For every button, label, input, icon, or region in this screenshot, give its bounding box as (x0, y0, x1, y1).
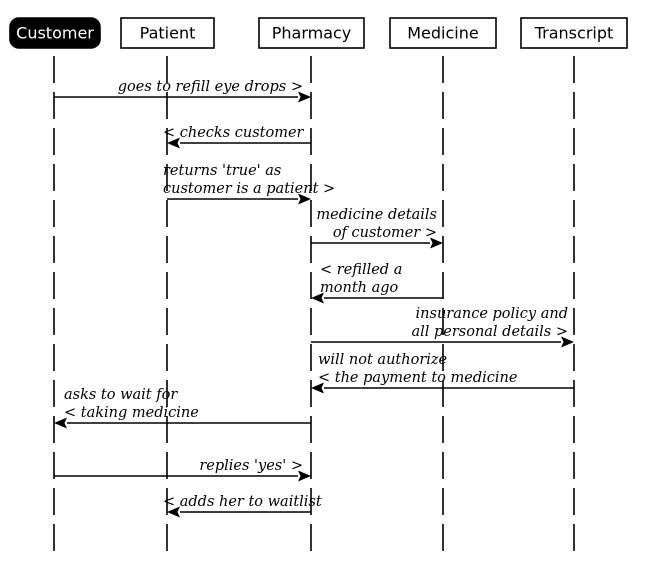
message-arrowhead (311, 382, 324, 394)
message-label: month ago (320, 280, 399, 296)
messages-group: goes to refill eye drops > < checks custo… (54, 79, 574, 518)
message-arrowhead (311, 292, 324, 304)
actor-customer[interactable]: Customer (9, 17, 101, 49)
message-label: < checks customer (163, 125, 305, 141)
actor-label-pharmacy: Pharmacy (272, 24, 352, 43)
actor-medicine[interactable]: Medicine (389, 17, 497, 49)
message-m4[interactable]: medicine details of customer > (311, 207, 443, 249)
message-label: asks to wait for (64, 387, 178, 403)
message-label: medicine details (316, 207, 437, 223)
message-label: returns 'true' as (163, 163, 281, 179)
message-m3[interactable]: returns 'true' as customer is a patient > (163, 163, 335, 205)
actor-pharmacy[interactable]: Pharmacy (258, 17, 365, 49)
message-m9[interactable]: replies 'yes' > (54, 458, 311, 482)
actor-label-transcript: Transcript (534, 24, 614, 43)
message-label: < refilled a (320, 262, 402, 278)
message-label: goes to refill eye drops > (118, 79, 303, 95)
message-arrowhead (561, 336, 574, 348)
message-m7[interactable]: will not authorize < the payment to medic… (311, 352, 574, 394)
message-label: < the payment to medicine (318, 370, 517, 386)
actor-box-transcript[interactable] (520, 17, 628, 49)
message-m6[interactable]: insurance policy and all personal details… (311, 306, 574, 348)
message-label: customer is a patient > (163, 181, 335, 197)
actor-transcript[interactable]: Transcript (520, 17, 628, 49)
message-arrowhead (167, 137, 180, 149)
actor-box-pharmacy[interactable] (258, 17, 365, 49)
message-arrowhead (430, 237, 443, 249)
actor-box-medicine[interactable] (389, 17, 497, 49)
message-label: insurance policy and (416, 306, 568, 322)
message-arrowhead (298, 470, 311, 482)
actor-box-customer[interactable] (9, 17, 101, 49)
message-m10[interactable]: < adds her to waitlist (163, 494, 322, 518)
message-arrowhead (167, 506, 180, 518)
message-label: < adds her to waitlist (163, 494, 322, 510)
message-label: replies 'yes' > (199, 458, 303, 474)
message-m1[interactable]: goes to refill eye drops > (54, 79, 311, 103)
message-label: < taking medicine (64, 405, 199, 421)
message-m8[interactable]: asks to wait for < taking medicine (54, 387, 311, 429)
actor-label-medicine: Medicine (407, 24, 478, 43)
actor-box-patient[interactable] (120, 17, 215, 49)
message-m5[interactable]: < refilled a month ago (311, 262, 443, 304)
actor-label-patient: Patient (140, 24, 196, 43)
actor-patient[interactable]: Patient (120, 17, 215, 49)
message-label: of customer > (333, 225, 437, 241)
actor-label-customer: Customer (16, 24, 94, 43)
message-arrowhead (54, 417, 67, 429)
message-arrowhead (298, 91, 311, 103)
message-label: all personal details > (411, 324, 568, 340)
message-arrowhead (298, 193, 311, 205)
actors-group: Customer Patient Pharmacy Medicine Transcrip… (9, 17, 628, 49)
message-m2[interactable]: < checks customer (163, 125, 311, 149)
lifelines-group (53, 56, 575, 556)
message-label: will not authorize (318, 352, 447, 368)
